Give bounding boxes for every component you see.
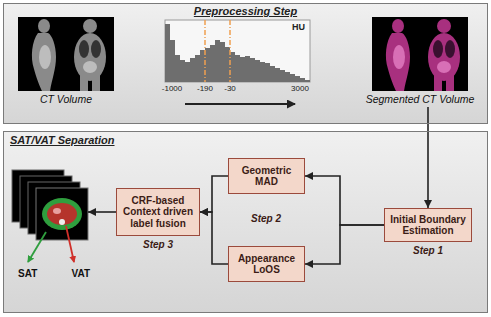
axis-tick: 3000 [291,84,309,94]
process-box: Appearance LoOS [228,246,305,282]
box-outline: CRF-based Context driven label fusion [116,188,200,236]
ct-volume-image-part [80,75,88,91]
ct-volume-image-part [83,61,97,73]
flow-arrow [88,211,116,213]
image-panel: Segmented CT Volume [360,17,480,105]
ct-volume-image-part [18,17,114,91]
step-caption: Step 3 [116,239,200,250]
output-slices-part [53,208,61,214]
image-caption: Segmented CT Volume [360,93,480,105]
ct-volume-image [18,17,114,91]
output-slices-part [66,226,74,262]
segmented-ct-image-part [386,33,410,91]
output-label-row: SAT VAT [8,268,100,279]
box-label: CRF-based Context driven label fusion [120,195,196,230]
segmented-ct-image-part [445,40,455,58]
axis-unit: HU [292,22,305,33]
segmented-ct-image-part [434,75,442,91]
process-box: Initial Boundary EstimationStep 1 [384,208,472,256]
output-slices-part [59,219,65,225]
output-image: SAT VAT [8,168,100,279]
box-label: Initial Boundary Estimation [388,214,468,237]
axis-tick: -1000 [162,84,182,94]
panel-title: SAT/VAT Separation [10,134,487,147]
ct-volume-image-part [79,40,89,58]
section-panel: SAT/VAT SeparationInitial Boundary Estim… [3,131,488,313]
step-caption: Step 2 [251,213,281,225]
panel-fill [3,131,488,313]
ct-volume-image-part [39,45,51,69]
process-box: Geometric MAD [228,158,305,194]
ct-volume-image-part [92,75,100,91]
box-label: Appearance LoOS [232,253,301,276]
output-slices-part [36,188,88,240]
segmented-ct-image-part [437,61,451,73]
segmented-ct-image-part [428,33,460,81]
box-label: Geometric MAD [232,165,301,188]
ct-volume-image-part [91,40,101,58]
segmented-ct-image-part [392,19,404,33]
segmented-ct-image-part [372,17,468,91]
axis-tick: -190 [197,84,213,94]
hu-histogram-part [165,24,310,82]
panel-fill [3,3,488,124]
process-box: CRF-based Context driven label fusionSte… [116,188,200,250]
segmented-ct-image-part [433,40,443,58]
output-slices-part [47,203,77,225]
flow-arrow [427,107,429,208]
ct-volume-image-part [38,19,50,33]
segmented-ct-image-part [393,45,405,69]
flow-arrow [305,176,384,225]
hu-histogram-part [185,103,295,105]
flow-arrow [305,225,384,264]
tissue-label: SAT [18,268,37,279]
output-slices [12,170,88,262]
segmented-ct-image [372,17,468,91]
image-caption: CT Volume [16,93,116,105]
output-slices-part [42,198,82,230]
step-caption: Step 1 [384,245,472,256]
ct-volume-image-part [74,33,106,81]
axis-tick: -30 [224,84,236,94]
output-slices-part [28,232,46,262]
ct-volume-image-part [32,33,56,91]
hu-histogram-part [165,20,310,82]
flow-arrow [200,176,228,212]
section-panel: Preprocessing Step CT Volume Segmented CT … [3,3,488,124]
flow-arrow [200,212,228,264]
hu-histogram [165,20,310,104]
segmented-ct-image-part [446,75,454,91]
hu-histogram-part [204,20,206,82]
image-panel: CT Volume [16,17,116,105]
panel-title: Preprocessing Step [4,5,487,18]
ct-volume-image-part [83,19,97,33]
box-outline: Geometric MAD [228,158,305,194]
hu-histogram-part [229,20,231,82]
box-outline: Initial Boundary Estimation [384,208,472,242]
tissue-label: VAT [71,268,90,279]
box-outline: Appearance LoOS [228,246,305,282]
segmented-ct-image-part [437,19,451,33]
